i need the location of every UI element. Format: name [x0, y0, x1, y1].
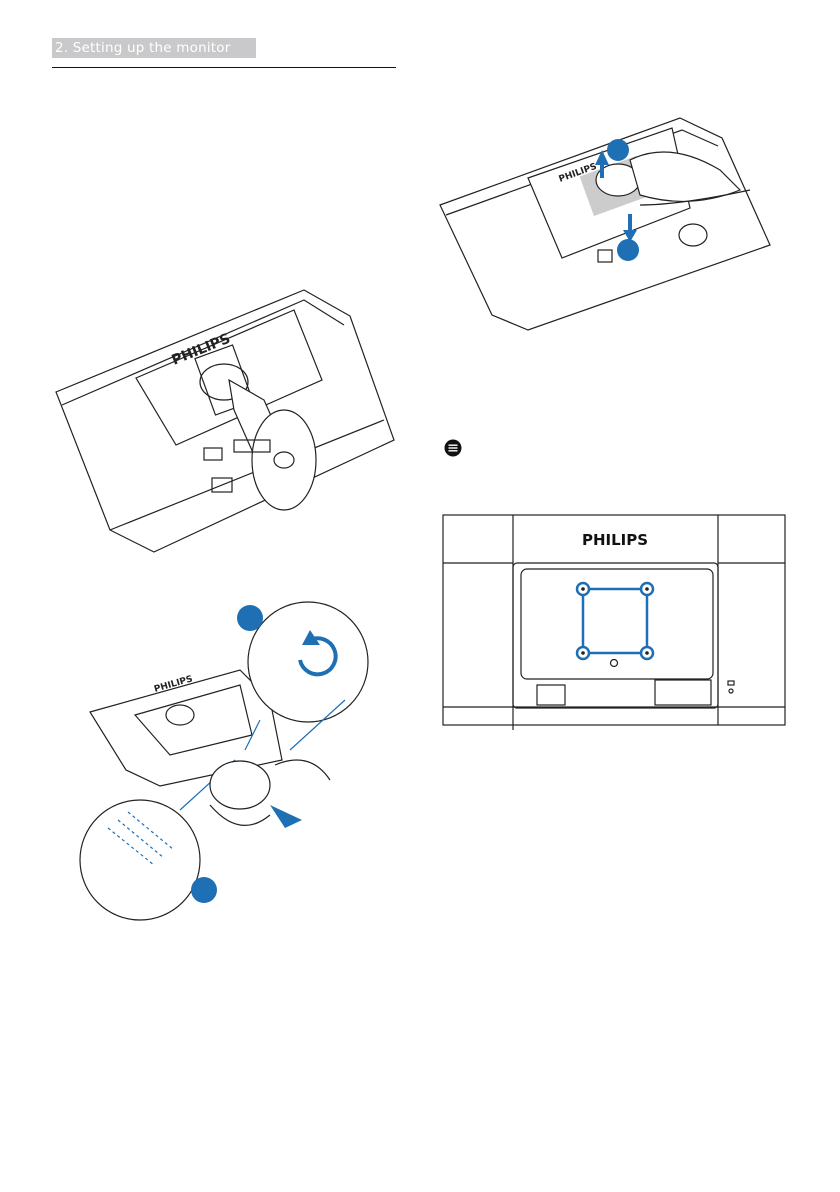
vesa-brand-text: PHILIPS — [582, 531, 648, 549]
step-marker-1 — [237, 605, 263, 631]
figure-monitor-back-with-stand: PHILIPS — [54, 270, 404, 560]
vesa-mount-illustration: PHILIPS — [443, 515, 786, 730]
figure-vesa-mount: PHILIPS — [443, 515, 786, 730]
section-title: 2. Setting up the monitor — [55, 40, 230, 56]
figure-stand-removal: PHILIPS — [70, 590, 400, 920]
neck-step-marker-1 — [607, 139, 629, 161]
header-rule — [52, 67, 396, 68]
section-header: 2. Setting up the monitor — [52, 38, 256, 58]
stand-removal-illustration: PHILIPS — [70, 590, 400, 920]
note-icon — [444, 439, 462, 457]
figure-neck-removal: PHILIPS — [440, 110, 785, 340]
monitor-back-illustration: PHILIPS — [54, 270, 404, 560]
step-marker-2 — [191, 877, 217, 903]
neck-removal-illustration: PHILIPS — [440, 110, 785, 340]
neck-step-marker-2 — [617, 239, 639, 261]
